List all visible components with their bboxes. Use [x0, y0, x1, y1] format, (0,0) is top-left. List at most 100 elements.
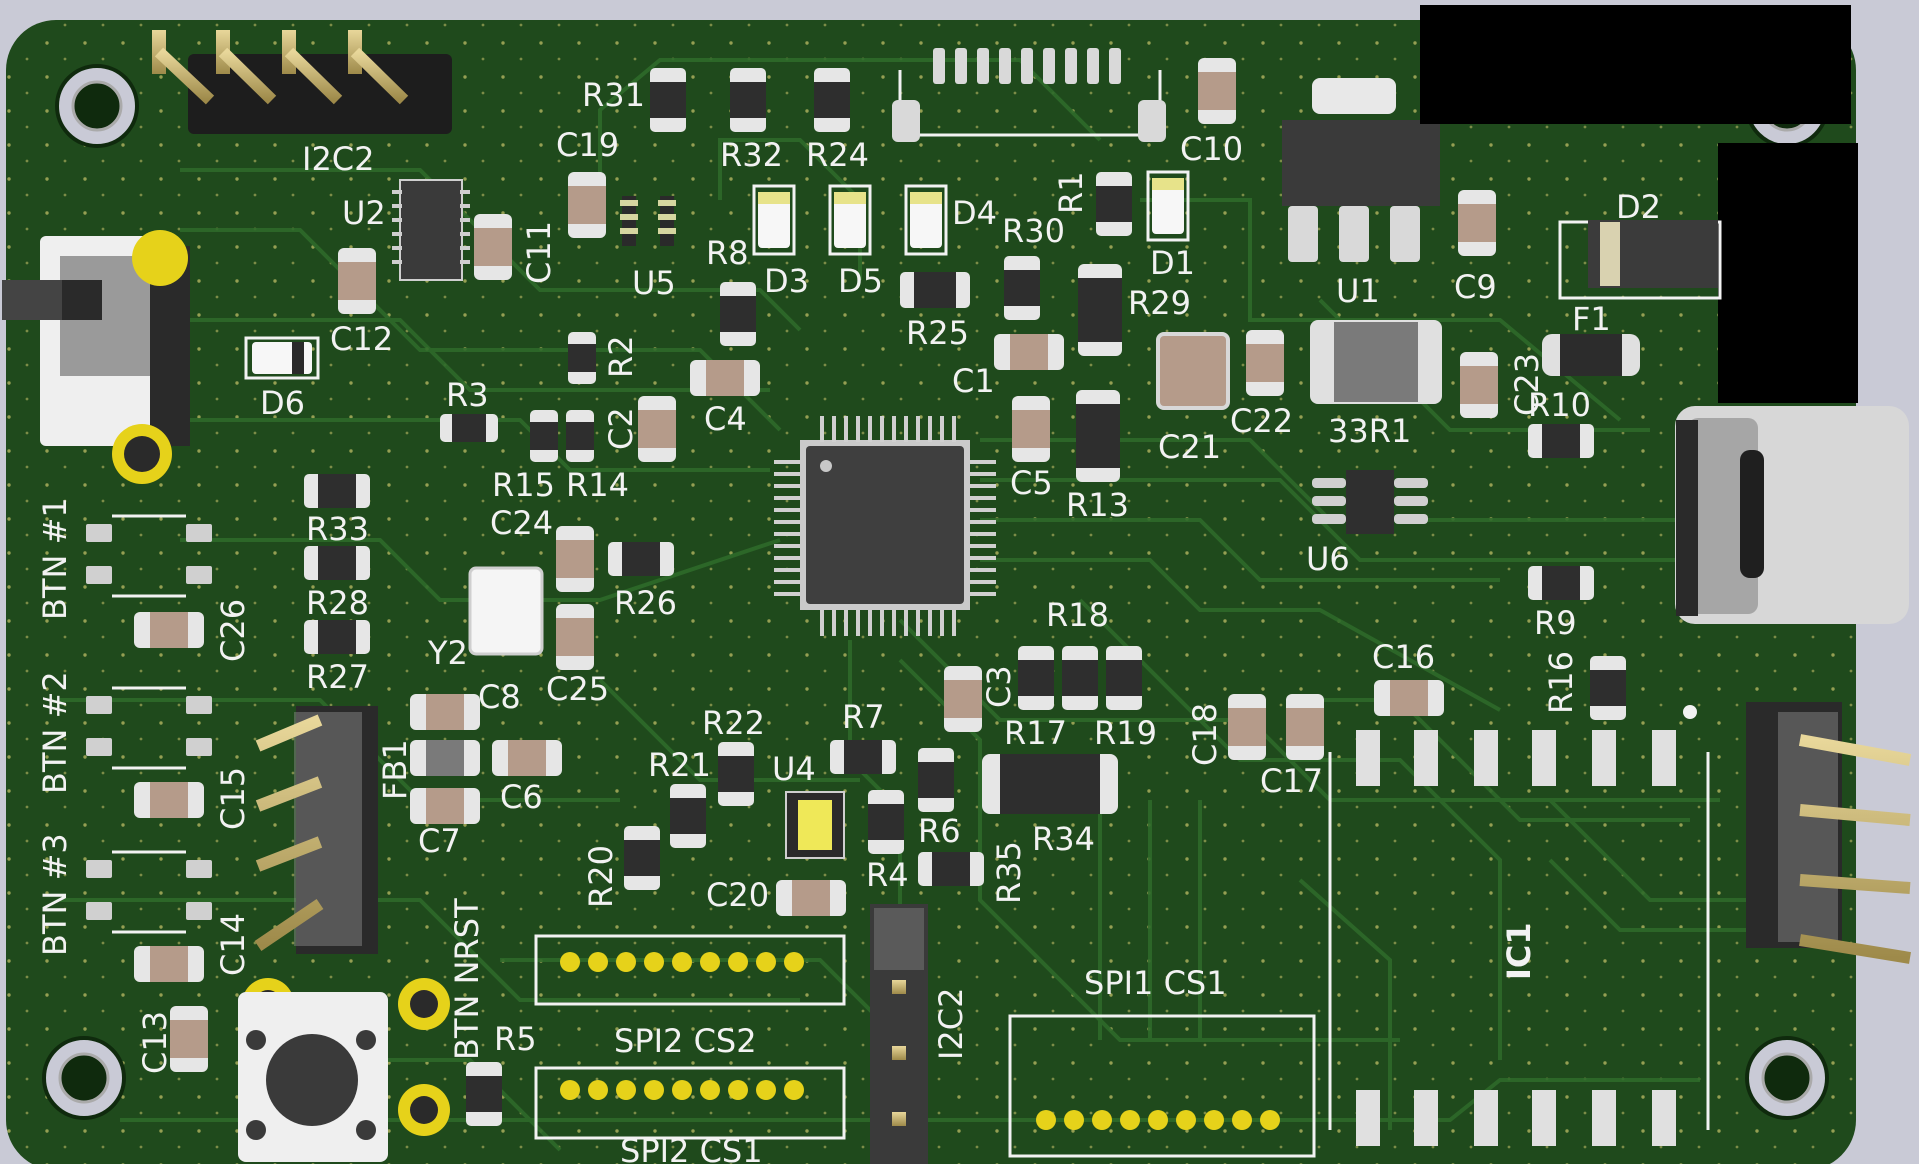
label-r19: R19	[1094, 714, 1157, 752]
label-33r1: 33R1	[1328, 412, 1411, 450]
header-right-4pin	[1746, 702, 1912, 964]
label-spi1-cs1: SPI1 CS1	[1084, 964, 1227, 1002]
label-c11: C11	[520, 221, 558, 284]
smd-resistors	[304, 68, 1626, 1126]
label-r34: R34	[1032, 820, 1095, 858]
label-r5: R5	[494, 1020, 537, 1058]
label-c16: C16	[1372, 638, 1435, 676]
label-d4: D4	[952, 194, 997, 232]
label-y2: Y2	[427, 634, 468, 672]
label-r24: R24	[806, 136, 869, 174]
label-r18: R18	[1046, 596, 1109, 634]
u2-ic	[392, 179, 470, 281]
label-r21: R21	[648, 746, 711, 784]
d2-diode	[1558, 220, 1722, 300]
f1-fuse	[1542, 334, 1640, 376]
mcu-qfp48	[774, 416, 996, 636]
label-c23: C23	[1508, 353, 1546, 416]
label-d5: D5	[838, 262, 883, 300]
label-i2c2-top: I2C2	[302, 140, 375, 178]
label-c3: C3	[980, 665, 1018, 708]
spi1-cs1-connector	[1008, 1014, 1316, 1158]
u1-regulator	[1282, 78, 1440, 262]
label-u5: U5	[632, 264, 676, 302]
fpc-connector-top	[892, 48, 1166, 142]
label-c13: C13	[136, 1011, 174, 1074]
label-r7: R7	[842, 698, 885, 736]
label-c2: C2	[602, 407, 640, 450]
c21-capacitor	[1156, 332, 1230, 410]
ic1-module	[1328, 705, 1710, 1146]
label-r13: R13	[1066, 486, 1129, 524]
label-r15: R15	[492, 466, 555, 504]
smd-capacitors	[134, 58, 1498, 1072]
silkscreen-labels: I2C2 U2 C19 R31 R32 R24 C10 C11 U5 R8 D3…	[36, 76, 1661, 1164]
label-u1: U1	[1336, 272, 1380, 310]
label-i2c2-bottom: I2C2	[932, 988, 970, 1061]
spi2-cs1-connector	[534, 1066, 846, 1140]
mount-hole-br-ring	[1761, 1052, 1813, 1104]
pcb	[2, 5, 1912, 1164]
label-c17: C17	[1260, 762, 1323, 800]
label-c12: C12	[330, 320, 393, 358]
u4-ic	[785, 791, 845, 859]
u5-ic	[620, 196, 676, 246]
label-d2: D2	[1616, 188, 1661, 226]
label-r31: R31	[582, 76, 645, 114]
usb-c-connector	[1675, 406, 1909, 624]
label-r26: R26	[614, 584, 677, 622]
label-c5: C5	[1010, 464, 1053, 502]
label-btn2: BTN #2	[36, 671, 74, 794]
label-r6: R6	[918, 812, 961, 850]
label-r25: R25	[906, 314, 969, 352]
label-u4: U4	[772, 750, 816, 788]
label-c6: C6	[500, 778, 543, 816]
label-r14: R14	[566, 466, 629, 504]
label-c4: C4	[704, 400, 747, 438]
label-c24: C24	[490, 504, 553, 542]
u6-ic	[1312, 470, 1428, 534]
label-spi2-cs1: SPI2 CS1	[620, 1132, 763, 1164]
label-r27: R27	[306, 658, 369, 696]
label-r16: R16	[1542, 651, 1580, 714]
y2-crystal	[468, 566, 544, 656]
label-d3: D3	[764, 262, 809, 300]
label-c26: C26	[214, 599, 252, 662]
i2c2-header-top	[152, 30, 452, 134]
label-c18: C18	[1186, 703, 1224, 766]
label-btn-nrst: BTN NRST	[448, 898, 486, 1060]
nrst-button	[238, 978, 450, 1162]
label-c25: C25	[546, 670, 609, 708]
label-c22: C22	[1230, 402, 1293, 440]
label-r2: R2	[602, 335, 640, 378]
label-btn1: BTN #1	[36, 497, 74, 620]
label-u2: U2	[342, 194, 386, 232]
r34-resistor	[982, 754, 1118, 814]
label-r1: R1	[1052, 171, 1090, 214]
redaction-top-right	[1420, 5, 1851, 124]
label-u6: U6	[1306, 540, 1350, 578]
r13-resistor	[1076, 390, 1120, 482]
label-fb1: FB1	[376, 739, 414, 800]
label-r29: R29	[1128, 284, 1191, 322]
label-f1: F1	[1572, 300, 1611, 338]
label-btn3: BTN #3	[36, 833, 74, 956]
label-c19: C19	[556, 126, 619, 164]
label-r33: R33	[306, 510, 369, 548]
inductor-33r1	[1310, 320, 1442, 404]
header-left-4pin	[254, 706, 378, 954]
label-c9: C9	[1454, 268, 1497, 306]
leds	[244, 170, 1190, 380]
label-c21: C21	[1158, 428, 1221, 466]
label-c20: C20	[706, 876, 769, 914]
r29-resistor	[1078, 264, 1122, 356]
redaction-right	[1718, 143, 1858, 403]
label-c7: C7	[418, 822, 461, 860]
label-r30: R30	[1002, 212, 1065, 250]
label-c8: C8	[478, 678, 521, 716]
label-r17: R17	[1004, 714, 1067, 752]
label-r8: R8	[706, 234, 749, 272]
label-r35: R35	[990, 841, 1028, 904]
label-c1: C1	[952, 362, 995, 400]
mount-hole-tl-ring	[71, 80, 123, 132]
